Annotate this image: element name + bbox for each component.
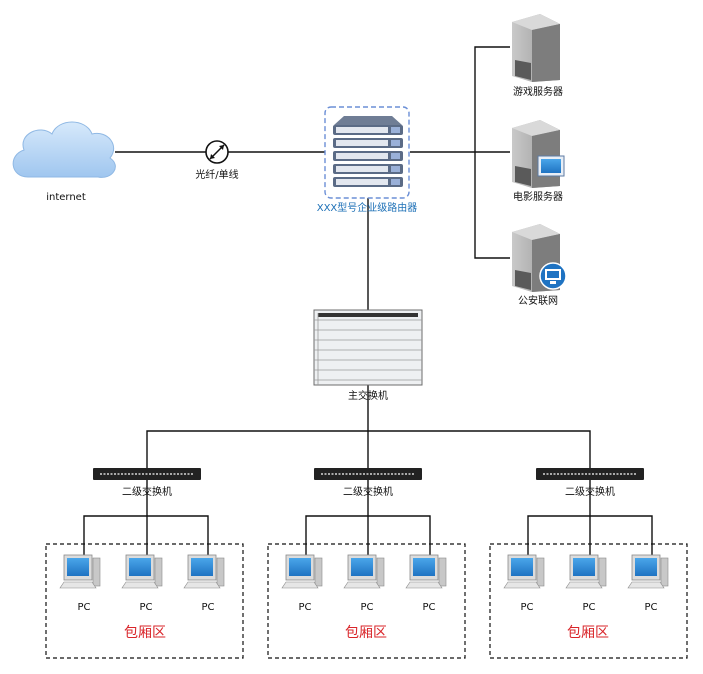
pc-icon [565,554,607,589]
server-label-police: 公安联网 [518,294,558,307]
zone-boundary [45,543,244,659]
pc-label: PC [360,602,373,613]
pc-icon [183,554,225,589]
main-switch-icon [313,309,423,386]
pc-icon [405,554,447,589]
network-globe-badge-icon [539,262,567,290]
zone-label: 包厢区 [567,625,609,641]
secondary-switch-label: 二级交换机 [343,485,393,498]
fiber-transceiver-icon [205,140,229,164]
distribution-bus [146,430,591,468]
zone-1-bus [83,515,209,555]
pc-icon [121,554,163,589]
pc-icon [59,554,101,589]
fiber-label: 光纤/单线 [195,168,238,181]
zone-label: 包厢区 [124,625,166,641]
pc-label: PC [582,602,595,613]
pc-label: PC [520,602,533,613]
main-switch-label: 主交换机 [348,389,388,402]
pc-label: PC [298,602,311,613]
pc-label: PC [644,602,657,613]
server-label-movie: 电影服务器 [513,190,563,203]
links-top [115,46,591,468]
pc-icon [503,554,545,589]
pc-label: PC [139,602,152,613]
pc-icon [627,554,669,589]
pc-label: PC [77,602,90,613]
router-label: XXX型号企业级路由器 [317,201,418,214]
secondary-switch-icon [93,468,201,480]
internet-cloud-icon [12,121,116,178]
internet-label: internet [46,192,86,203]
monitor-badge-icon [537,155,565,177]
server-label-game: 游戏服务器 [513,85,563,98]
pc-label: PC [201,602,214,613]
secondary-switch-icon [314,468,422,480]
game-server-icon [512,14,560,82]
pc-icon [343,554,385,589]
zone-3: 二级交换机 PC PC PC 包厢区 [489,468,688,659]
movie-server-icon [512,120,565,188]
router-icon [324,106,410,199]
secondary-switch-label: 二级交换机 [565,485,615,498]
pc-icon [281,554,323,589]
zone-boundary [489,543,688,659]
zone-label: 包厢区 [345,625,387,641]
zone-boundary [267,543,466,659]
secondary-switch-label: 二级交换机 [122,485,172,498]
zone-2: 二级交换机 PC PC PC 包厢区 [267,468,466,659]
pc-label: PC [422,602,435,613]
zone-1: 二级交换机 PC PC PC 包厢区 [45,468,244,659]
secondary-switch-icon [536,468,644,480]
police-server-icon [512,224,567,292]
